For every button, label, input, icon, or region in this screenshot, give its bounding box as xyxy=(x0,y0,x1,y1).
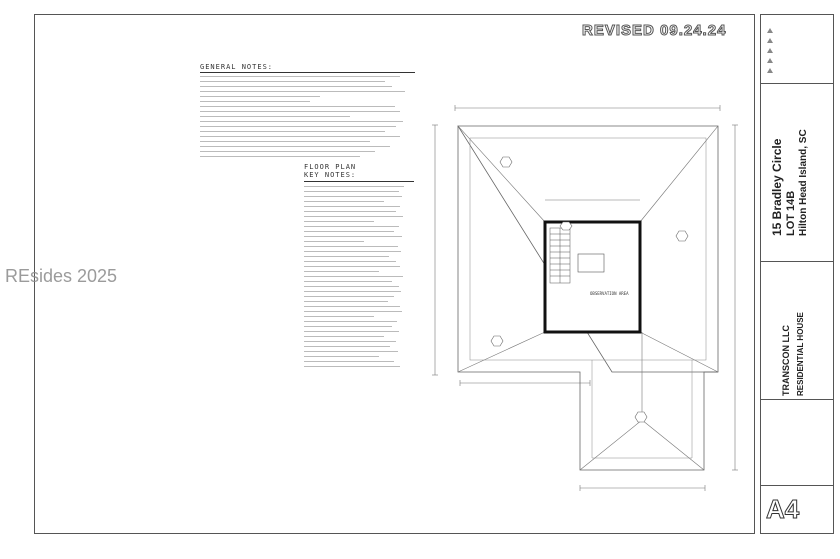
revision-triangle-icon xyxy=(767,68,773,73)
address-line-2: LOT 14B xyxy=(785,190,797,236)
observation-area-walls xyxy=(543,220,642,334)
hip-lines xyxy=(457,125,719,471)
revision-triangle-icon xyxy=(767,28,773,33)
observation-area-label: OBSERVATION AREA xyxy=(590,291,629,296)
dimension-lines xyxy=(432,105,738,491)
revision-triangle-icon xyxy=(767,48,773,53)
inner-edges xyxy=(469,137,707,459)
drawing-border xyxy=(34,14,755,534)
general-notes-text xyxy=(200,76,410,161)
floor-plan-notes-rule xyxy=(304,181,414,182)
address-line-1: 15 Bradley Circle xyxy=(770,138,784,236)
stair xyxy=(549,227,571,284)
floor-plan-notes-title: FLOOR PLAN KEY NOTES: xyxy=(304,163,357,179)
address-line-3: Hilton Head Island, SC xyxy=(798,129,809,236)
revision-triangle-icon xyxy=(767,38,773,43)
sheet-number: A4 xyxy=(765,494,800,525)
floor-plan-notes-text xyxy=(304,186,414,371)
company-name: TRANSCON LLC xyxy=(781,325,791,396)
closet xyxy=(577,253,605,273)
revision-stamp: REVISED 09.24.24 xyxy=(581,22,727,40)
general-notes-title: GENERAL NOTES: xyxy=(200,63,274,71)
watermark-text: REsides 2025 xyxy=(5,266,118,286)
project-name: RESIDENTIAL HOUSE xyxy=(796,312,805,396)
title-block xyxy=(760,14,834,534)
general-notes-rule xyxy=(200,72,415,73)
revision-triangle-icon xyxy=(767,58,773,63)
note-tags xyxy=(490,156,689,423)
